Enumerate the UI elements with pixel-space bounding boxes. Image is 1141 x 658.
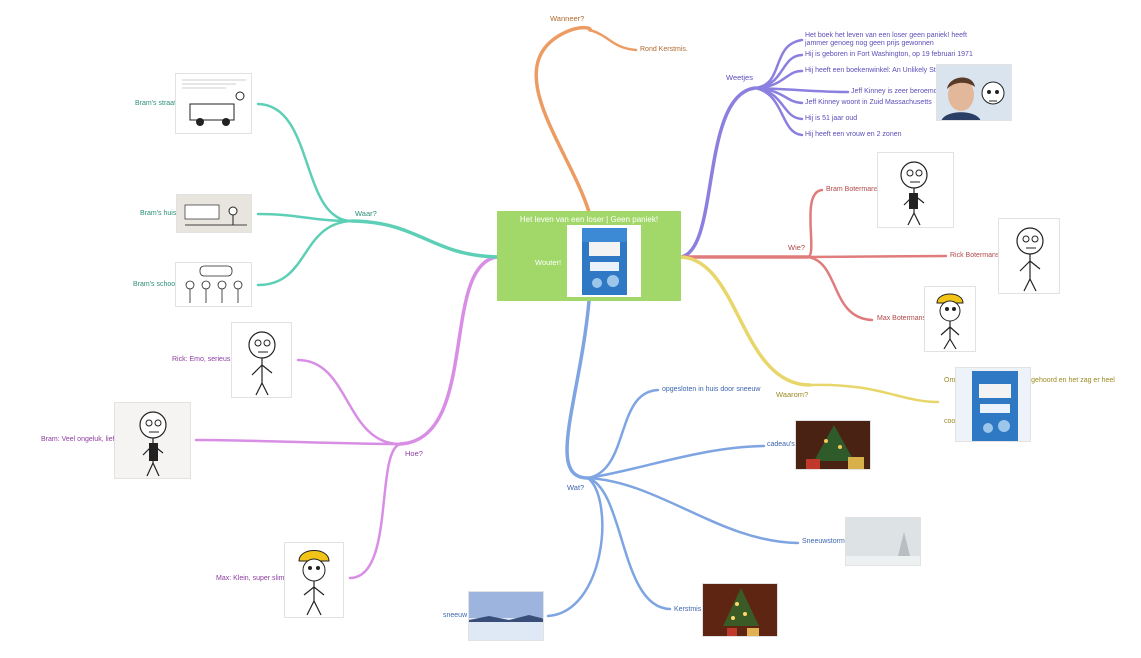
- wat-item-kerstmis[interactable]: Kerstmis: [674, 606, 702, 613]
- branch-weetjes-lines: [679, 38, 850, 259]
- author-photo-image: [936, 64, 1012, 121]
- wimpy-kid-drawing-image: [231, 322, 292, 398]
- waar-item-straat[interactable]: Bram's straat: [135, 100, 177, 107]
- wimpy-kid-drawing-image: [114, 402, 191, 479]
- branch-wanneer-label[interactable]: Wanneer?: [550, 14, 585, 23]
- book-cover-image: [955, 367, 1031, 442]
- branch-waarom-lines: [679, 255, 940, 404]
- wie-item-max[interactable]: Max Botermans: [877, 315, 927, 322]
- weetjes-item-prijs[interactable]: Het boek het leven van een loser geen pa…: [805, 32, 967, 47]
- weetjes-item-gezin[interactable]: Hij heeft een vrouw en 2 zonen: [805, 131, 902, 138]
- christmas-tree-photo-image: [702, 583, 778, 637]
- book-cover-image: [567, 225, 641, 297]
- school-sketch-image: [175, 262, 252, 307]
- branch-waarom-label[interactable]: Waarom?: [776, 390, 809, 399]
- hardhat-kid-drawing-image: [924, 286, 976, 352]
- wat-item-cadeaus[interactable]: cadeau's: [767, 441, 795, 448]
- central-topic-title: Het leven van een loser | Geen paniek!: [519, 215, 659, 224]
- branch-wat-label[interactable]: Wat?: [567, 483, 585, 492]
- hoe-item-rick[interactable]: Rick: Emo, serieus.: [172, 356, 233, 363]
- hardhat-kid-drawing-image: [284, 542, 344, 618]
- christmas-gifts-photo-image: [795, 420, 871, 470]
- weetjes-item-boekenwinkel[interactable]: Hij heeft een boekenwinkel: An Unlikely …: [805, 67, 946, 74]
- branch-wie-lines: [679, 188, 948, 322]
- wie-item-bram[interactable]: Bram Botermans: [826, 186, 879, 193]
- weetjes-item-beroemd[interactable]: Jeff Kinney is zeer beroemd.: [851, 88, 940, 95]
- branch-hoe-lines: [194, 255, 499, 580]
- house-sketch-image: [176, 194, 252, 233]
- weetjes-item-leeftijd[interactable]: Hij is 51 jaar oud: [805, 115, 858, 122]
- branch-weetjes-label[interactable]: Weetjes: [726, 73, 753, 82]
- central-topic[interactable]: Het leven van een loser | Geen paniek! W…: [497, 211, 681, 301]
- wat-item-opgesloten[interactable]: opgesloten in huis door sneeuw: [662, 386, 761, 393]
- branch-waar-label[interactable]: Waar?: [355, 209, 377, 218]
- branch-hoe-label[interactable]: Hoe?: [405, 449, 423, 458]
- wat-item-sneeuwstorm[interactable]: Sneeuwstorm: [802, 538, 845, 545]
- branch-wanneer-lines: [534, 25, 638, 214]
- wimpy-kid-drawing-image: [998, 218, 1060, 294]
- hoe-item-bram[interactable]: Bram: Veel ongeluk, lief.: [41, 436, 117, 443]
- weetjes-item-geboren[interactable]: Hij is geboren in Fort Washington, op 19…: [805, 51, 973, 58]
- weetjes-item-woont[interactable]: Jeff Kinney woont in Zuid Massachusetts: [805, 99, 932, 106]
- wimpy-kid-drawing-image: [877, 152, 954, 228]
- waar-item-huis[interactable]: Bram's huis: [140, 210, 177, 217]
- snowstorm-photo-image: [845, 517, 921, 566]
- branch-waar-lines: [256, 102, 499, 287]
- branch-wat-lines: [546, 299, 800, 618]
- snow-landscape-photo-image: [468, 591, 544, 641]
- wanneer-item-kerstmis[interactable]: Rond Kerstmis.: [640, 46, 688, 53]
- branch-wie-label[interactable]: Wie?: [788, 243, 806, 252]
- wat-item-sneeuw[interactable]: sneeuw: [443, 612, 468, 619]
- central-topic-subtitle: Wouter!: [535, 258, 562, 267]
- waar-item-school[interactable]: Bram's school: [133, 281, 177, 288]
- hoe-item-max[interactable]: Max: Klein, super slim.: [216, 575, 287, 582]
- street-sketch-image: [175, 73, 252, 134]
- wie-item-rick[interactable]: Rick Botermans: [950, 252, 1000, 259]
